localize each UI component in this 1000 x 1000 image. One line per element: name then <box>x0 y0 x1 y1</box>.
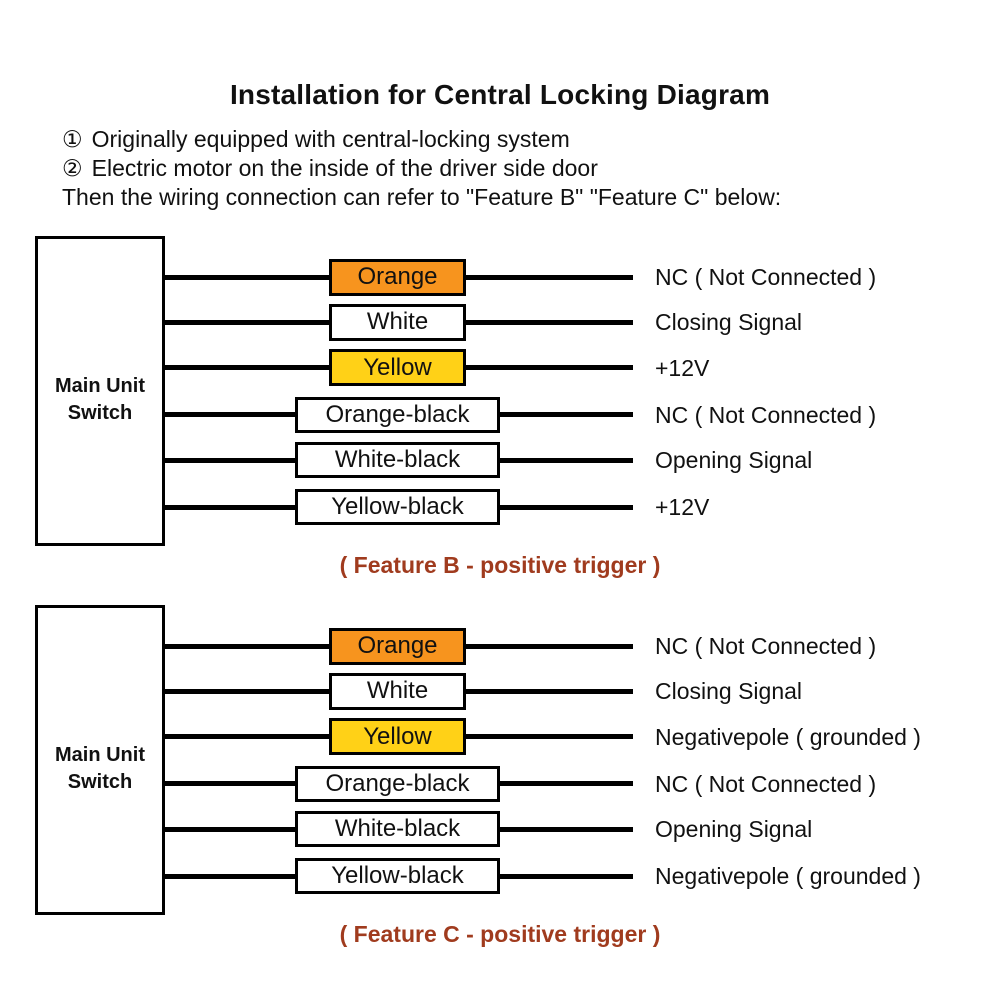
wire-segment-right <box>463 319 633 325</box>
wire-description: Closing Signal <box>655 678 803 704</box>
wire-segment-left <box>165 781 298 786</box>
wire-description: NC ( Not Connected ) <box>655 770 877 797</box>
wire-segment-right <box>463 365 633 370</box>
note-line-1: ① Originally equipped with central-lockin… <box>62 126 570 153</box>
wire-label: Yellow <box>329 718 466 755</box>
wire-label: Yellow-black <box>295 489 500 525</box>
main-unit-switch-label: Main Unit Switch <box>55 744 145 793</box>
wire-segment-left <box>165 274 332 280</box>
main-unit-switch-box: Main Unit Switch <box>35 605 165 915</box>
wire-segment-left <box>165 826 298 832</box>
wire-description: Opening Signal <box>655 447 813 473</box>
wire-segment-left <box>165 643 332 649</box>
wire-segment-right <box>463 643 633 649</box>
section-caption: ( Feature C - positive trigger ) <box>339 921 661 947</box>
note-text-1: Originally equipped with central-locking… <box>91 126 570 152</box>
wire-segment-right <box>497 873 633 879</box>
note-text-2: Electric motor on the inside of the driv… <box>91 155 598 181</box>
wire-label: White-black <box>295 442 500 478</box>
wire-label: White <box>329 303 466 341</box>
wire-label: Orange-black <box>295 765 500 802</box>
wire-segment-right <box>497 781 633 786</box>
feature-c-section: Main Unit Switch Orange NC ( Not Connecte… <box>0 605 1000 950</box>
circled-number-2: ② <box>62 155 83 181</box>
wire-description: NC ( Not Connected ) <box>655 401 877 428</box>
circled-number-1: ① <box>62 126 83 152</box>
wire-description: Negativepole ( grounded ) <box>655 863 921 889</box>
main-unit-switch-label: Main Unit Switch <box>55 375 145 424</box>
wire-description: Opening Signal <box>655 816 813 842</box>
wire-segment-right <box>497 504 633 510</box>
wire-description: Negativepole ( grounded ) <box>655 723 921 750</box>
wire-description: NC ( Not Connected ) <box>655 633 877 659</box>
diagram-title: Installation for Central Locking Diagram <box>229 79 771 110</box>
wire-segment-left <box>165 873 298 879</box>
wire-segment-left <box>165 365 332 370</box>
wire-label: White <box>329 672 466 710</box>
wire-segment-left <box>165 504 298 510</box>
wire-segment-left <box>165 688 332 694</box>
wire-label: Yellow <box>329 349 466 386</box>
wire-segment-left <box>165 457 298 463</box>
wire-segment-right <box>497 412 633 417</box>
wire-segment-right <box>497 826 633 832</box>
wire-label: Orange <box>329 258 466 296</box>
wire-label: White-black <box>295 811 500 847</box>
wire-description: +12V <box>655 494 710 520</box>
main-unit-switch-box: Main Unit Switch <box>35 236 165 546</box>
note-line-2: ② Electric motor on the inside of the dri… <box>62 155 598 182</box>
wire-label: Yellow-black <box>295 858 500 894</box>
note-footer: Then the wiring connection can refer to … <box>62 184 782 210</box>
wire-segment-right <box>497 457 633 463</box>
wire-segment-left <box>165 412 298 417</box>
wire-segment-right <box>463 274 633 280</box>
wire-label: Orange <box>329 627 466 665</box>
wire-description: Closing Signal <box>655 309 803 335</box>
wire-description: +12V <box>655 354 710 381</box>
wire-segment-right <box>463 734 633 739</box>
section-caption: ( Feature B - positive trigger ) <box>339 552 661 578</box>
wire-segment-left <box>165 319 332 325</box>
wire-description: NC ( Not Connected ) <box>655 264 877 290</box>
feature-b-section: Main Unit Switch Orange NC ( Not Connecte… <box>0 236 1000 581</box>
wire-label: Orange-black <box>295 396 500 433</box>
wire-segment-right <box>463 688 633 694</box>
wire-segment-left <box>165 734 332 739</box>
